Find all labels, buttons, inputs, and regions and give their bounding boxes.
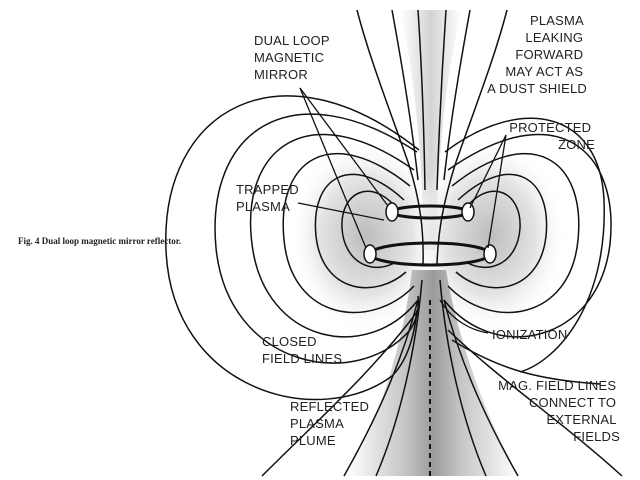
- figure-caption: Fig. 4 Dual loop magnetic mirror reflect…: [18, 236, 182, 246]
- plasma-blob: [461, 202, 475, 222]
- plasma-blob: [483, 244, 497, 264]
- closed-field-lines-label: CLOSED FIELD LINES: [262, 334, 342, 366]
- reflected-plasma-plume-label: REFLECTED PLASMA PLUME: [290, 399, 373, 448]
- plasma-leaking-label: PLASMA LEAKING FORWARD MAY ACT AS A DUST…: [487, 13, 587, 96]
- dual-loop-magnetic-mirror-label: DUAL LOOP MAGNETIC MIRROR: [254, 33, 333, 82]
- forward-plasma-jet: [400, 10, 462, 250]
- ionization-label: IONIZATION: [492, 327, 567, 342]
- plasma-blob: [363, 244, 377, 264]
- plume-shading: [346, 270, 520, 476]
- trapped-plasma-blobs: [363, 202, 497, 264]
- exhaust-field-lines: [261, 279, 623, 477]
- leader-lines: [297, 87, 507, 334]
- mag-field-lines-label: MAG. FIELD LINES CONNECT TO EXTERNAL FIE…: [498, 378, 620, 444]
- forward-field-lines: [356, 9, 508, 266]
- closed-field-lines-right: [443, 117, 612, 373]
- protected-zone-label: PROTECTED ZONE: [509, 120, 595, 152]
- plasma-blob: [385, 202, 399, 222]
- trapped-plasma-label: TRAPPED PLASMA: [236, 182, 303, 214]
